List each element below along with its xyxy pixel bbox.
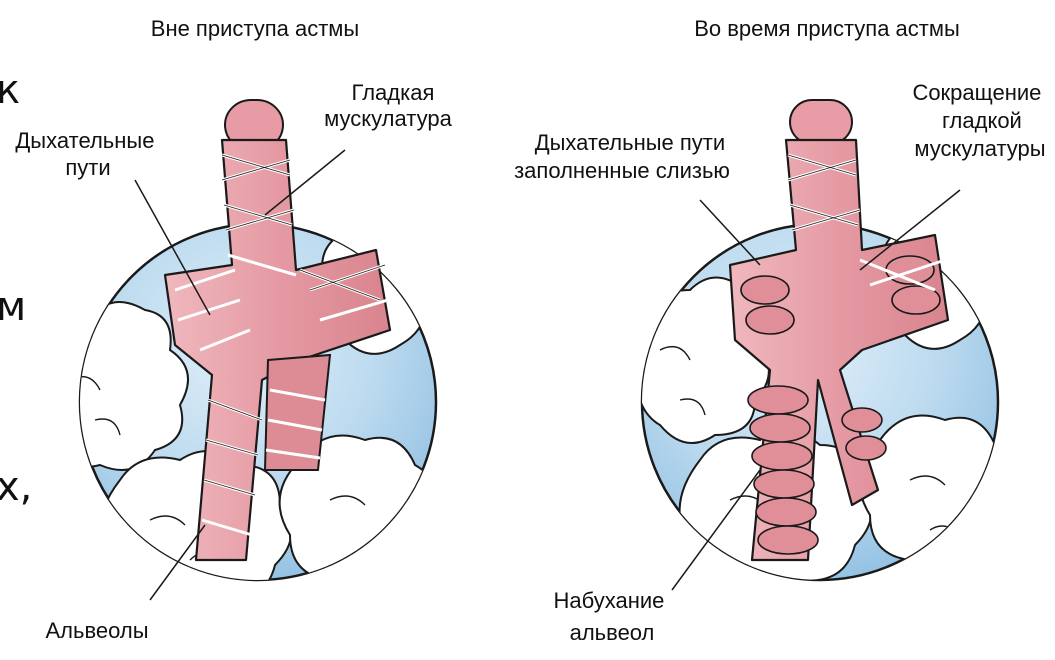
- label-airways-line: пути: [65, 155, 110, 180]
- label-mucus-airways-line: Дыхательные пути: [535, 130, 725, 155]
- label-swelling-alveoli: Набухание альвеол: [553, 588, 670, 645]
- label-contraction-line: мускулатуры: [914, 136, 1045, 161]
- label-smooth-muscle-line: мускулатура: [324, 106, 452, 131]
- label-smooth-muscle: Гладкая мускулатура: [324, 80, 452, 131]
- left-panel-title: Вне приступа астмы: [151, 16, 359, 41]
- right-panel: Во время приступа астмы: [514, 16, 1047, 645]
- label-airways: Дыхательные пути: [15, 128, 160, 180]
- label-mucus-airways-line: заполненные слизью: [514, 158, 730, 183]
- cut-text-line: м: [0, 284, 26, 330]
- left-panel: Вне приступа астмы: [15, 16, 452, 643]
- label-contraction: Сокращение гладкой мускулатуры: [912, 80, 1047, 161]
- cut-text-line: х,: [0, 464, 32, 510]
- label-airways-line: Дыхательные: [15, 128, 154, 153]
- label-mucus-airways: Дыхательные пути заполненные слизью: [514, 130, 731, 183]
- label-swelling-line: Набухание: [553, 588, 664, 613]
- cut-text-line: к: [0, 67, 20, 113]
- label-contraction-line: Сокращение: [912, 80, 1041, 105]
- label-contraction-line: гладкой: [942, 108, 1022, 133]
- right-panel-title: Во время приступа астмы: [694, 16, 960, 41]
- label-alveoli: Альвеолы: [45, 618, 148, 643]
- label-smooth-muscle-line: Гладкая: [352, 80, 435, 105]
- label-swelling-line: альвеол: [570, 620, 655, 645]
